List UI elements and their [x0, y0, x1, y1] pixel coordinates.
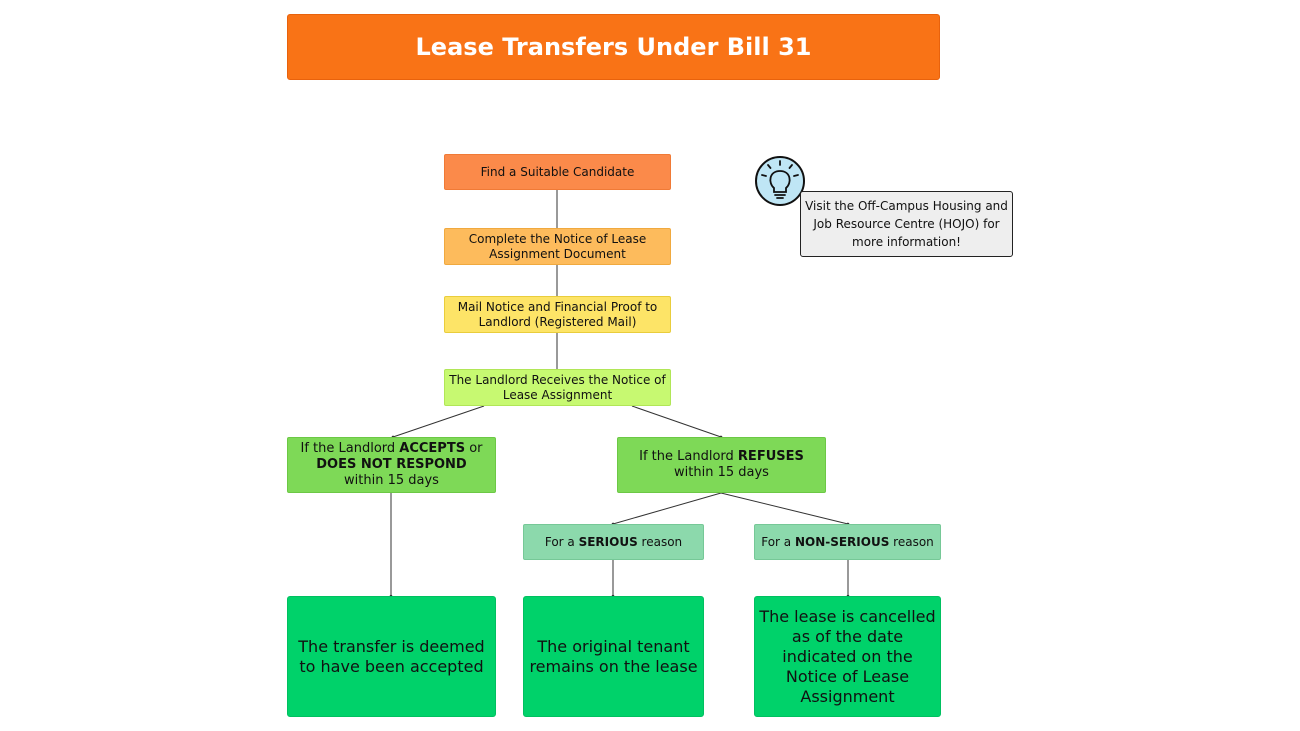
branch-refuses-text: If the Landlord REFUSES within 15 days — [639, 449, 804, 482]
reason-non-serious: For a NON-SERIOUS reason — [754, 524, 941, 560]
reason-non-serious-pre: For a — [761, 534, 795, 549]
branch-accepts-mid: or — [465, 440, 483, 456]
branch-accepts-text: If the Landlord ACCEPTS or DOES NOT RESP… — [301, 441, 483, 490]
branch-refuses-pre: If the Landlord — [639, 448, 738, 464]
info-callout: Visit the Off-Campus Housing and Job Res… — [800, 191, 1013, 257]
connector-refuses-serious — [611, 492, 722, 526]
branch-accepts-strong2: DOES NOT RESPOND — [316, 456, 467, 472]
branch-accepts-strong1: ACCEPTS — [399, 440, 466, 456]
step-complete-notice: Complete the Notice of Lease Assignment … — [444, 228, 671, 265]
step-landlord-receives-label: The Landlord Receives the Notice of Leas… — [449, 372, 666, 402]
reason-serious-strong: SERIOUS — [578, 534, 638, 549]
reason-serious: For a SERIOUS reason — [523, 524, 704, 560]
step-mail-notice: Mail Notice and Financial Proof to Landl… — [444, 296, 671, 333]
connector-4-accepts — [391, 405, 485, 439]
reason-serious-post: reason — [637, 534, 683, 549]
reason-non-serious-strong: NON-SERIOUS — [794, 534, 890, 549]
outcome-accepted: The transfer is deemed to have been acce… — [287, 596, 496, 717]
step-complete-notice-label: Complete the Notice of Lease Assignment … — [468, 231, 647, 261]
reason-serious-pre: For a — [544, 534, 579, 549]
connector-4-refuses — [631, 405, 723, 439]
step-find-candidate: Find a Suitable Candidate — [444, 154, 671, 190]
lightbulb-icon — [755, 156, 805, 206]
page-title: Lease Transfers Under Bill 31 — [287, 14, 940, 80]
branch-refuses-strong: REFUSES — [737, 448, 804, 464]
outcome-tenant-remains: The original tenant remains on the lease — [523, 596, 704, 717]
branch-accepts-pre: If the Landlord — [300, 440, 400, 456]
reason-serious-text: For a SERIOUS reason — [545, 535, 682, 550]
reason-non-serious-post: reason — [889, 534, 934, 549]
reason-non-serious-text: For a NON-SERIOUS reason — [761, 535, 934, 550]
branch-accepts: If the Landlord ACCEPTS or DOES NOT RESP… — [287, 437, 496, 493]
branch-accepts-post: within 15 days — [344, 473, 439, 489]
branch-refuses: If the Landlord REFUSES within 15 days — [617, 437, 826, 493]
connector-refuses-nonserious — [720, 492, 850, 526]
outcome-lease-cancelled: The lease is cancelled as of the date in… — [754, 596, 941, 717]
step-landlord-receives: The Landlord Receives the Notice of Leas… — [444, 369, 671, 406]
branch-refuses-post: within 15 days — [674, 465, 769, 480]
step-mail-notice-label: Mail Notice and Financial Proof to Landl… — [457, 299, 658, 329]
